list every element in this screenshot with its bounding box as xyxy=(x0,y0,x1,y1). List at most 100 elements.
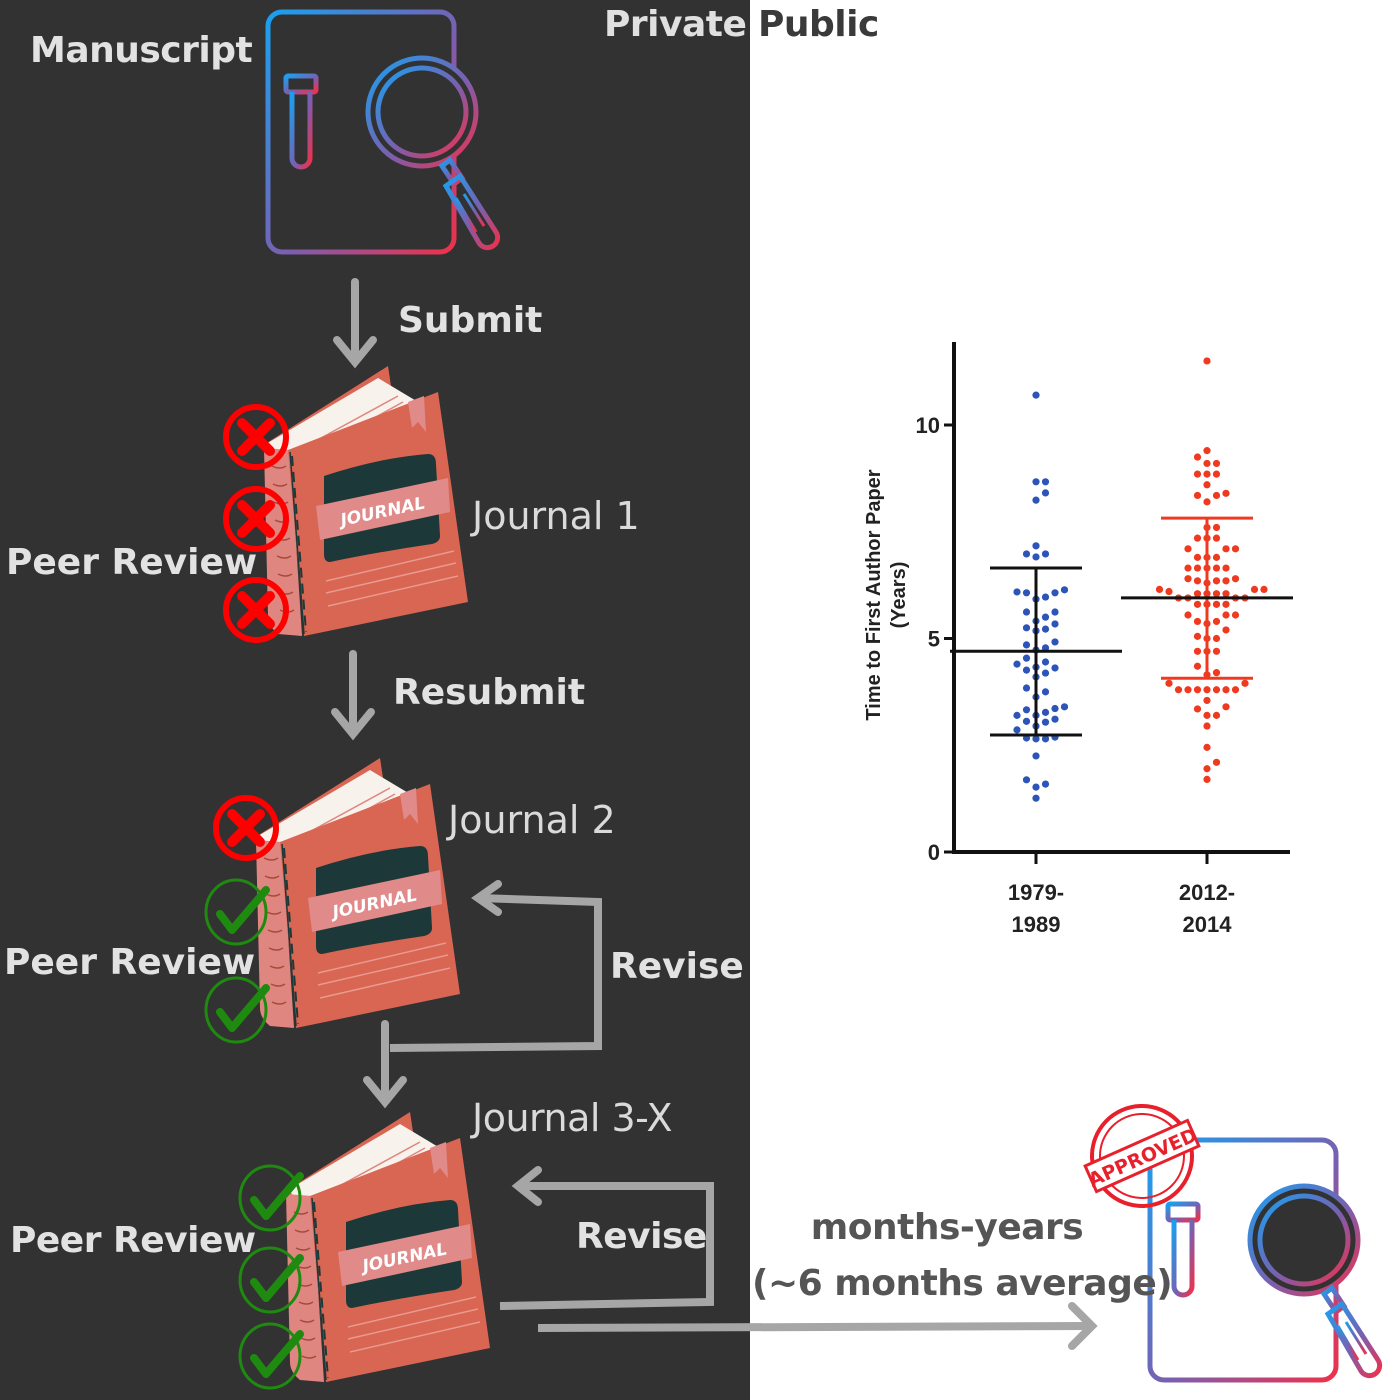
journal-3-label: Journal 3-X xyxy=(472,1096,673,1140)
data-point xyxy=(1041,688,1050,696)
data-point xyxy=(1051,638,1059,646)
data-point xyxy=(1203,498,1211,506)
revise-loop-arrow-icon xyxy=(499,1166,714,1310)
data-point xyxy=(1184,564,1192,572)
data-point xyxy=(1051,589,1059,597)
data-point xyxy=(1041,718,1050,726)
data-point xyxy=(1193,453,1202,461)
data-point xyxy=(1060,703,1069,711)
data-point xyxy=(1051,715,1059,723)
data-point xyxy=(1032,794,1040,802)
data-point xyxy=(1041,478,1050,486)
data-point xyxy=(1032,391,1040,399)
data-point xyxy=(1051,608,1059,616)
duration-line-1: months-years xyxy=(810,1207,1084,1248)
revise-label: Revise xyxy=(610,946,744,987)
data-point xyxy=(1222,577,1230,585)
data-point xyxy=(1022,684,1031,692)
y-tick-label: 5 xyxy=(928,627,940,652)
peer-review-label: Peer Review xyxy=(6,542,258,583)
data-point xyxy=(1212,470,1221,478)
data-point xyxy=(1041,550,1050,558)
data-point xyxy=(1203,447,1211,455)
data-point xyxy=(1022,624,1031,632)
revise-loop-arrow-icon xyxy=(363,880,602,1109)
data-point xyxy=(1212,600,1221,608)
y-axis-label-line-2: (Years) xyxy=(888,562,910,629)
data-point xyxy=(1241,679,1249,687)
data-point xyxy=(1032,752,1040,760)
data-point xyxy=(1013,660,1021,668)
data-point xyxy=(1174,686,1183,694)
data-point xyxy=(1193,534,1202,542)
data-point xyxy=(1203,722,1211,730)
data-point xyxy=(1193,705,1202,713)
data-point xyxy=(1013,726,1021,734)
data-point xyxy=(1022,776,1031,784)
data-point xyxy=(1212,617,1221,626)
data-point xyxy=(1184,686,1192,694)
data-point xyxy=(1193,632,1202,640)
submit-arrow-icon xyxy=(333,278,377,369)
data-point xyxy=(1022,589,1031,597)
data-point xyxy=(1193,662,1202,670)
data-point xyxy=(1193,553,1202,561)
data-point xyxy=(1032,735,1040,743)
data-point xyxy=(1155,585,1164,593)
data-point xyxy=(1193,577,1202,585)
data-point xyxy=(1032,496,1040,504)
resubmit-arrow-icon xyxy=(331,650,375,741)
data-point xyxy=(1231,611,1240,619)
peer-review-label: Peer Review xyxy=(4,942,256,983)
data-point xyxy=(1193,491,1202,500)
data-point xyxy=(1222,600,1230,608)
data-point xyxy=(1231,575,1240,583)
data-point xyxy=(1193,600,1202,608)
peer-review-label: Peer Review xyxy=(10,1220,256,1261)
data-point xyxy=(1222,626,1230,634)
duration-line-2: (~6 months average) xyxy=(752,1263,1173,1304)
data-point xyxy=(1250,585,1259,593)
journal-1-book-icon xyxy=(261,365,469,637)
reject-icon xyxy=(216,798,276,858)
journal-1-label: Journal 1 xyxy=(472,494,640,538)
data-point xyxy=(1165,679,1173,687)
data-point xyxy=(1203,743,1211,751)
x-tick-label: 2012- xyxy=(1179,880,1235,905)
data-point xyxy=(1022,654,1031,662)
data-point xyxy=(1203,470,1211,478)
data-point xyxy=(1212,758,1221,766)
x-tick-label: 2014 xyxy=(1183,912,1233,937)
public-label: Public xyxy=(758,4,879,45)
data-point xyxy=(1041,489,1050,497)
data-point xyxy=(1041,625,1050,633)
data-point xyxy=(1051,704,1059,713)
accept-icon xyxy=(206,978,266,1042)
data-point xyxy=(1022,641,1031,649)
data-point xyxy=(1222,590,1230,598)
data-point xyxy=(1222,489,1230,497)
data-point xyxy=(1051,620,1059,628)
data-point xyxy=(1032,553,1040,561)
data-point xyxy=(1203,711,1211,719)
data-point xyxy=(1212,634,1221,643)
data-point xyxy=(1184,545,1192,553)
publication-duration-label: months-years (~6 months average) xyxy=(752,1200,1173,1312)
data-point xyxy=(1212,564,1221,572)
journal-2-label: Journal 2 xyxy=(448,798,616,842)
data-point xyxy=(1022,550,1031,558)
data-point xyxy=(1041,780,1050,788)
data-point xyxy=(1212,459,1221,468)
manuscript-label: Manuscript xyxy=(30,30,253,71)
data-point xyxy=(1184,611,1192,619)
data-point xyxy=(1222,686,1230,694)
x-tick-label: 1979- xyxy=(1008,880,1064,905)
data-point xyxy=(1022,706,1031,714)
data-point xyxy=(1041,644,1050,652)
data-point xyxy=(1032,542,1040,550)
data-point xyxy=(1022,717,1031,725)
data-point xyxy=(1212,669,1221,677)
data-point xyxy=(1165,587,1173,596)
